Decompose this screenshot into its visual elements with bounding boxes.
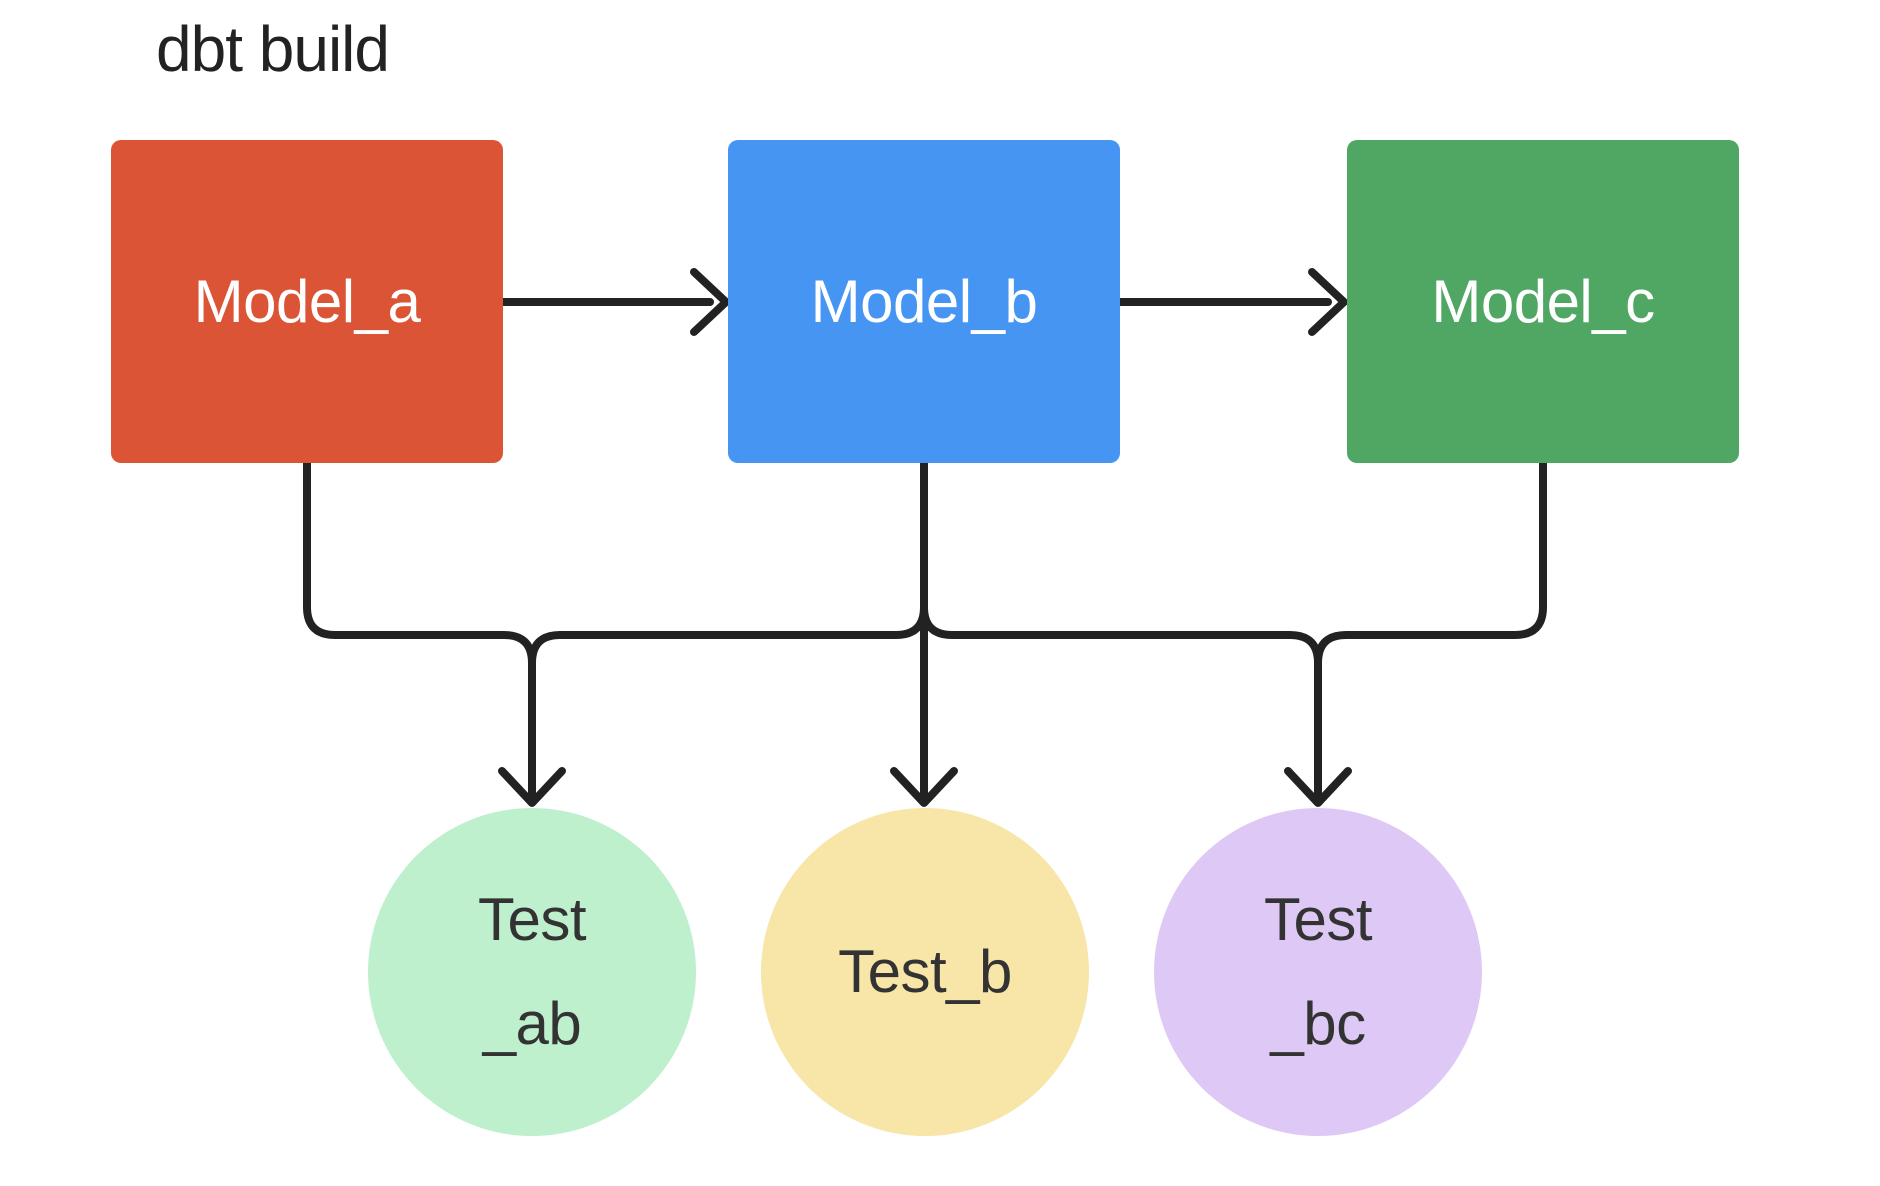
arrowhead-test-ab [498, 767, 566, 807]
node-model-c: Model_c [1347, 140, 1739, 463]
arrowhead-test-bc [1284, 767, 1352, 807]
edge-model-c-to-test-bc [1314, 459, 1547, 797]
edge-model-a-to-test-ab [303, 459, 536, 797]
node-test-b-label: Test_b [838, 938, 1012, 1005]
node-model-a-label: Model_a [193, 268, 421, 335]
node-model-b: Model_b [728, 140, 1120, 463]
node-model-a: Model_a [111, 140, 503, 463]
diagram-title: dbt build [156, 13, 390, 85]
edge-model-b-to-test-ab [528, 459, 928, 797]
node-test-ab: Test _ab [368, 808, 696, 1136]
node-test-bc: Test _bc [1154, 808, 1482, 1136]
arrowhead-model-c [1308, 268, 1348, 336]
node-model-c-label: Model_c [1431, 268, 1655, 335]
edge-model-b-to-test-bc [920, 459, 1322, 797]
node-test-bc-label: Test _bc [1263, 886, 1373, 1057]
node-test-b: Test_b [761, 808, 1089, 1136]
node-test-ab-label: Test _ab [477, 886, 587, 1057]
arrowhead-test-b [890, 767, 958, 807]
node-model-b-label: Model_b [810, 268, 1038, 335]
arrowhead-model-b [690, 268, 730, 336]
edge-group [303, 268, 1547, 807]
